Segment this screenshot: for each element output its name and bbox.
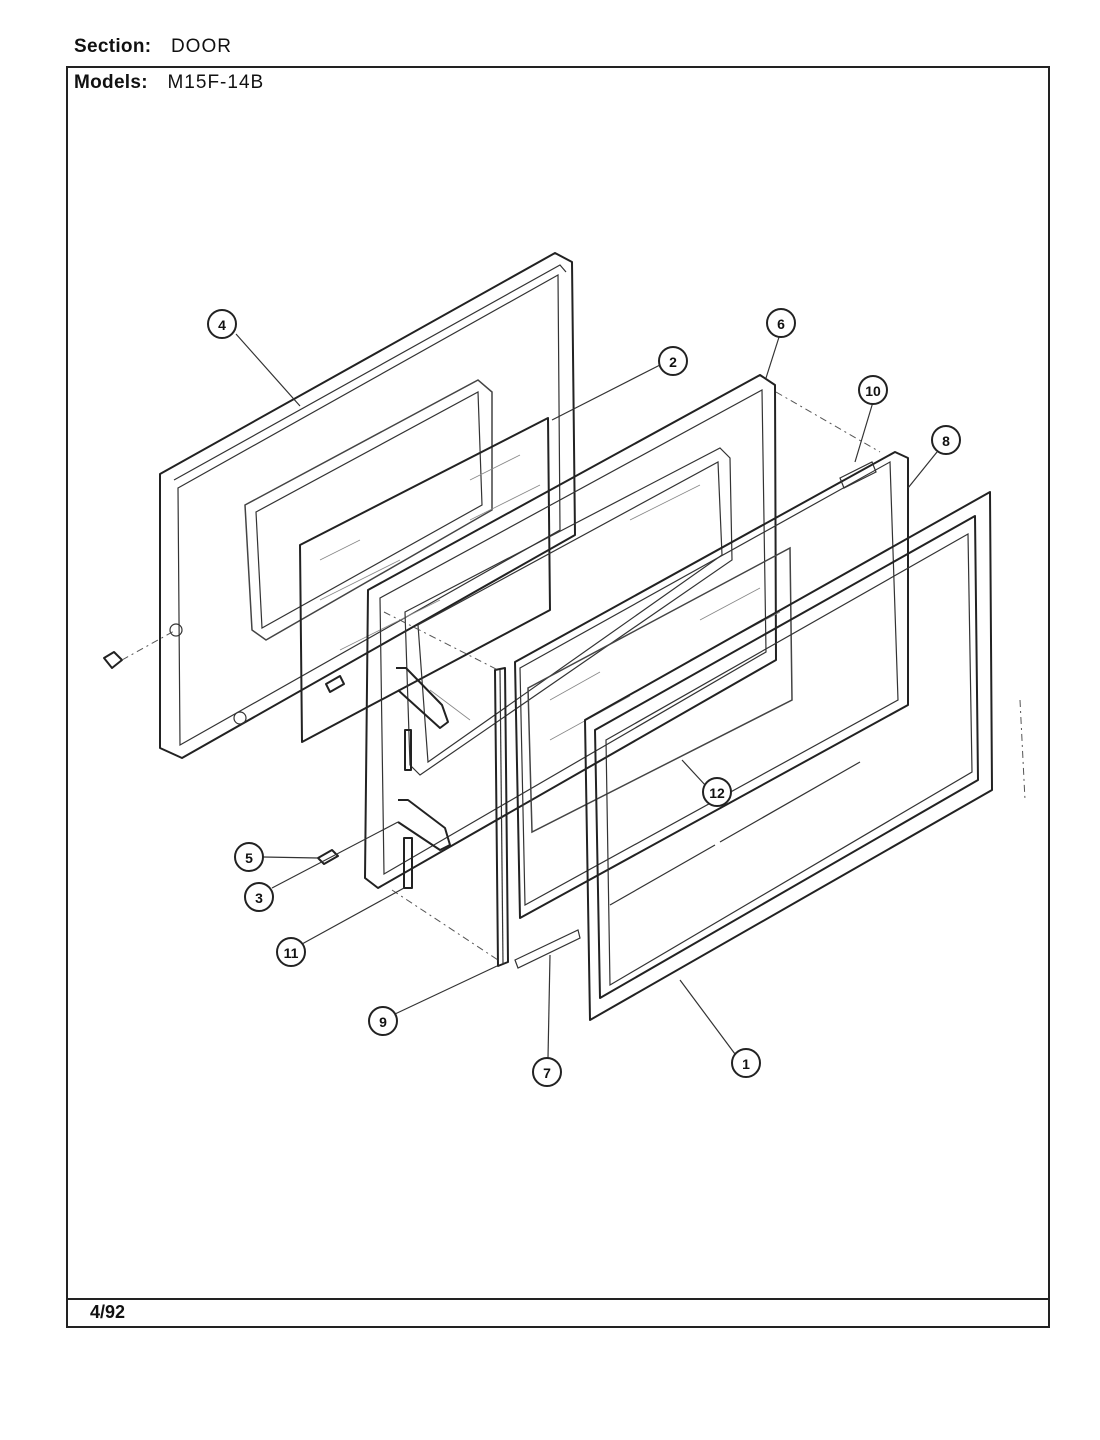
callout-6: 6	[766, 308, 796, 338]
screw-left-icon	[103, 629, 177, 669]
section-label: Section:	[74, 36, 152, 57]
models-value: M15F-14B	[167, 72, 265, 93]
svg-text:7: 7	[543, 1065, 551, 1081]
svg-text:6: 6	[777, 316, 785, 332]
callout-8: 8	[931, 425, 961, 455]
assembly-lines	[383, 391, 1026, 961]
side-strip	[494, 667, 509, 967]
callout-5: 5	[234, 842, 264, 872]
models-label: Models:	[74, 72, 148, 93]
svg-text:4: 4	[218, 317, 226, 333]
callout-12: 12	[702, 777, 732, 807]
callout-11: 11	[276, 937, 306, 967]
section-header: Section: DOOR	[74, 36, 232, 58]
svg-text:12: 12	[709, 785, 725, 801]
outer-door-panel	[159, 252, 576, 759]
callout-2: 2	[658, 346, 688, 376]
svg-text:8: 8	[942, 433, 950, 449]
svg-text:10: 10	[865, 383, 881, 399]
callout-3: 3	[244, 882, 274, 912]
glass-holder-frame	[514, 451, 909, 969]
svg-text:3: 3	[255, 890, 263, 906]
callout-10: 10	[858, 375, 888, 405]
svg-text:9: 9	[379, 1014, 387, 1030]
svg-text:1: 1	[742, 1056, 750, 1072]
hinge-assembly	[396, 667, 451, 889]
callout-9: 9	[368, 1006, 398, 1036]
drawing-frame	[66, 66, 1050, 1328]
inner-glass	[299, 417, 551, 743]
callout-7: 7	[532, 1057, 562, 1087]
outer-trim-frame	[584, 491, 993, 1021]
callout-4: 4	[207, 309, 237, 339]
section-value: DOOR	[170, 36, 232, 57]
svg-text:5: 5	[245, 850, 253, 866]
leader-lines	[235, 333, 938, 1059]
footer-divider	[66, 1298, 1050, 1300]
models-header: Models: M15F-14B	[74, 72, 264, 94]
svg-text:11: 11	[284, 945, 299, 961]
svg-text:2: 2	[669, 354, 677, 370]
screw-glass-icon	[325, 675, 345, 693]
revision-date: 4/92	[90, 1302, 126, 1322]
callout-1: 1	[731, 1048, 761, 1078]
